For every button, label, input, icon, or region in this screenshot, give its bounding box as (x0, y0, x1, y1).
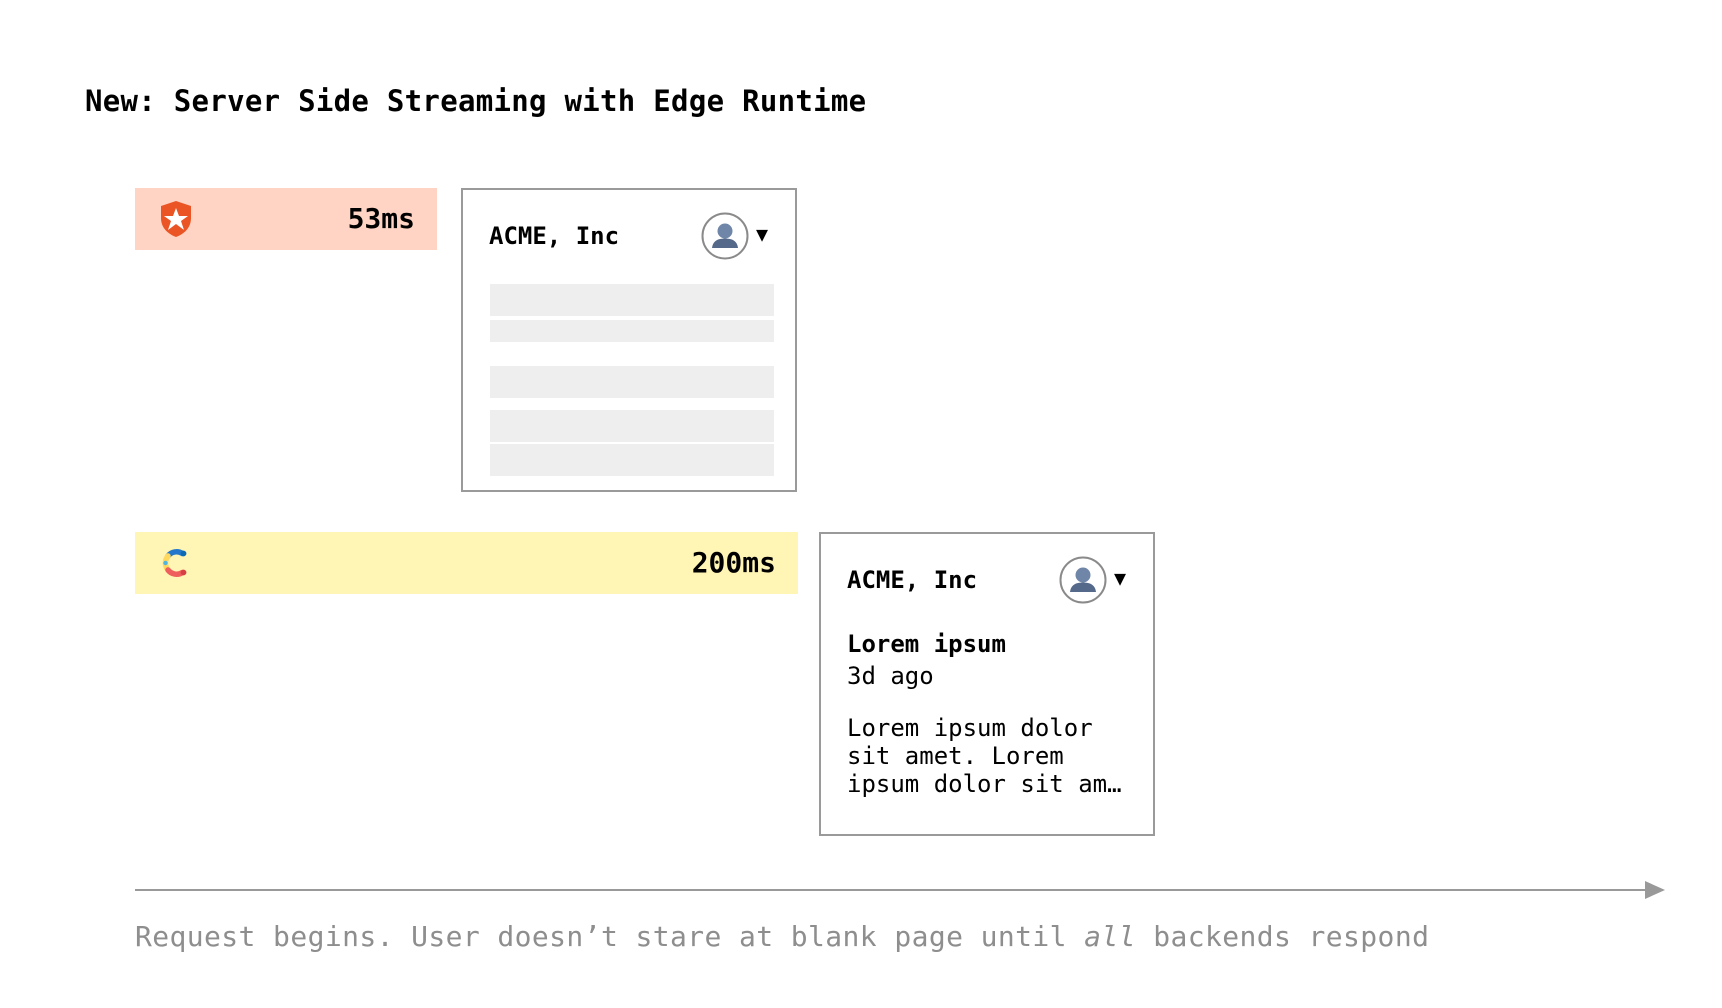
timeline-caption: Request begins. User doesn’t stare at bl… (135, 920, 1429, 953)
auth-timing-bar: 53ms (135, 188, 437, 250)
page-preview-loaded: ACME, Inc ▼ Lorem ipsum 3d ago Lorem ips… (819, 532, 1155, 836)
skeleton-line (490, 444, 774, 476)
user-avatar-icon (701, 212, 749, 260)
cms-duration: 200ms (691, 546, 776, 579)
user-avatar-icon (1059, 556, 1107, 604)
page-title: New: Server Side Streaming with Edge Run… (85, 84, 867, 118)
chevron-down-icon: ▼ (1114, 566, 1127, 590)
post-title: Lorem ipsum (847, 630, 1006, 658)
caption-emphasis: all (1084, 920, 1136, 953)
skeleton-line (490, 366, 774, 398)
post-age: 3d ago (847, 662, 934, 690)
skeleton-line (490, 320, 774, 342)
brand-name: ACME, Inc (847, 566, 978, 594)
timeline-arrow (135, 881, 1665, 899)
skeleton-line (490, 284, 774, 316)
post-body: Lorem ipsum dolor sit amet. Lorem ipsum … (847, 714, 1122, 798)
page-preview-loading: ACME, Inc ▼ (461, 188, 797, 492)
skeleton-line (490, 410, 774, 442)
chevron-down-icon: ▼ (756, 222, 769, 246)
auth-duration: 53ms (347, 202, 415, 235)
caption-start: Request begins. User doesn’t stare at bl… (135, 920, 1085, 953)
brand-name: ACME, Inc (489, 222, 620, 250)
cms-timing-bar: 200ms (135, 532, 798, 594)
contentful-logo-icon (162, 549, 187, 577)
auth0-shield-icon (161, 201, 191, 237)
caption-end: backends respond (1135, 920, 1430, 953)
